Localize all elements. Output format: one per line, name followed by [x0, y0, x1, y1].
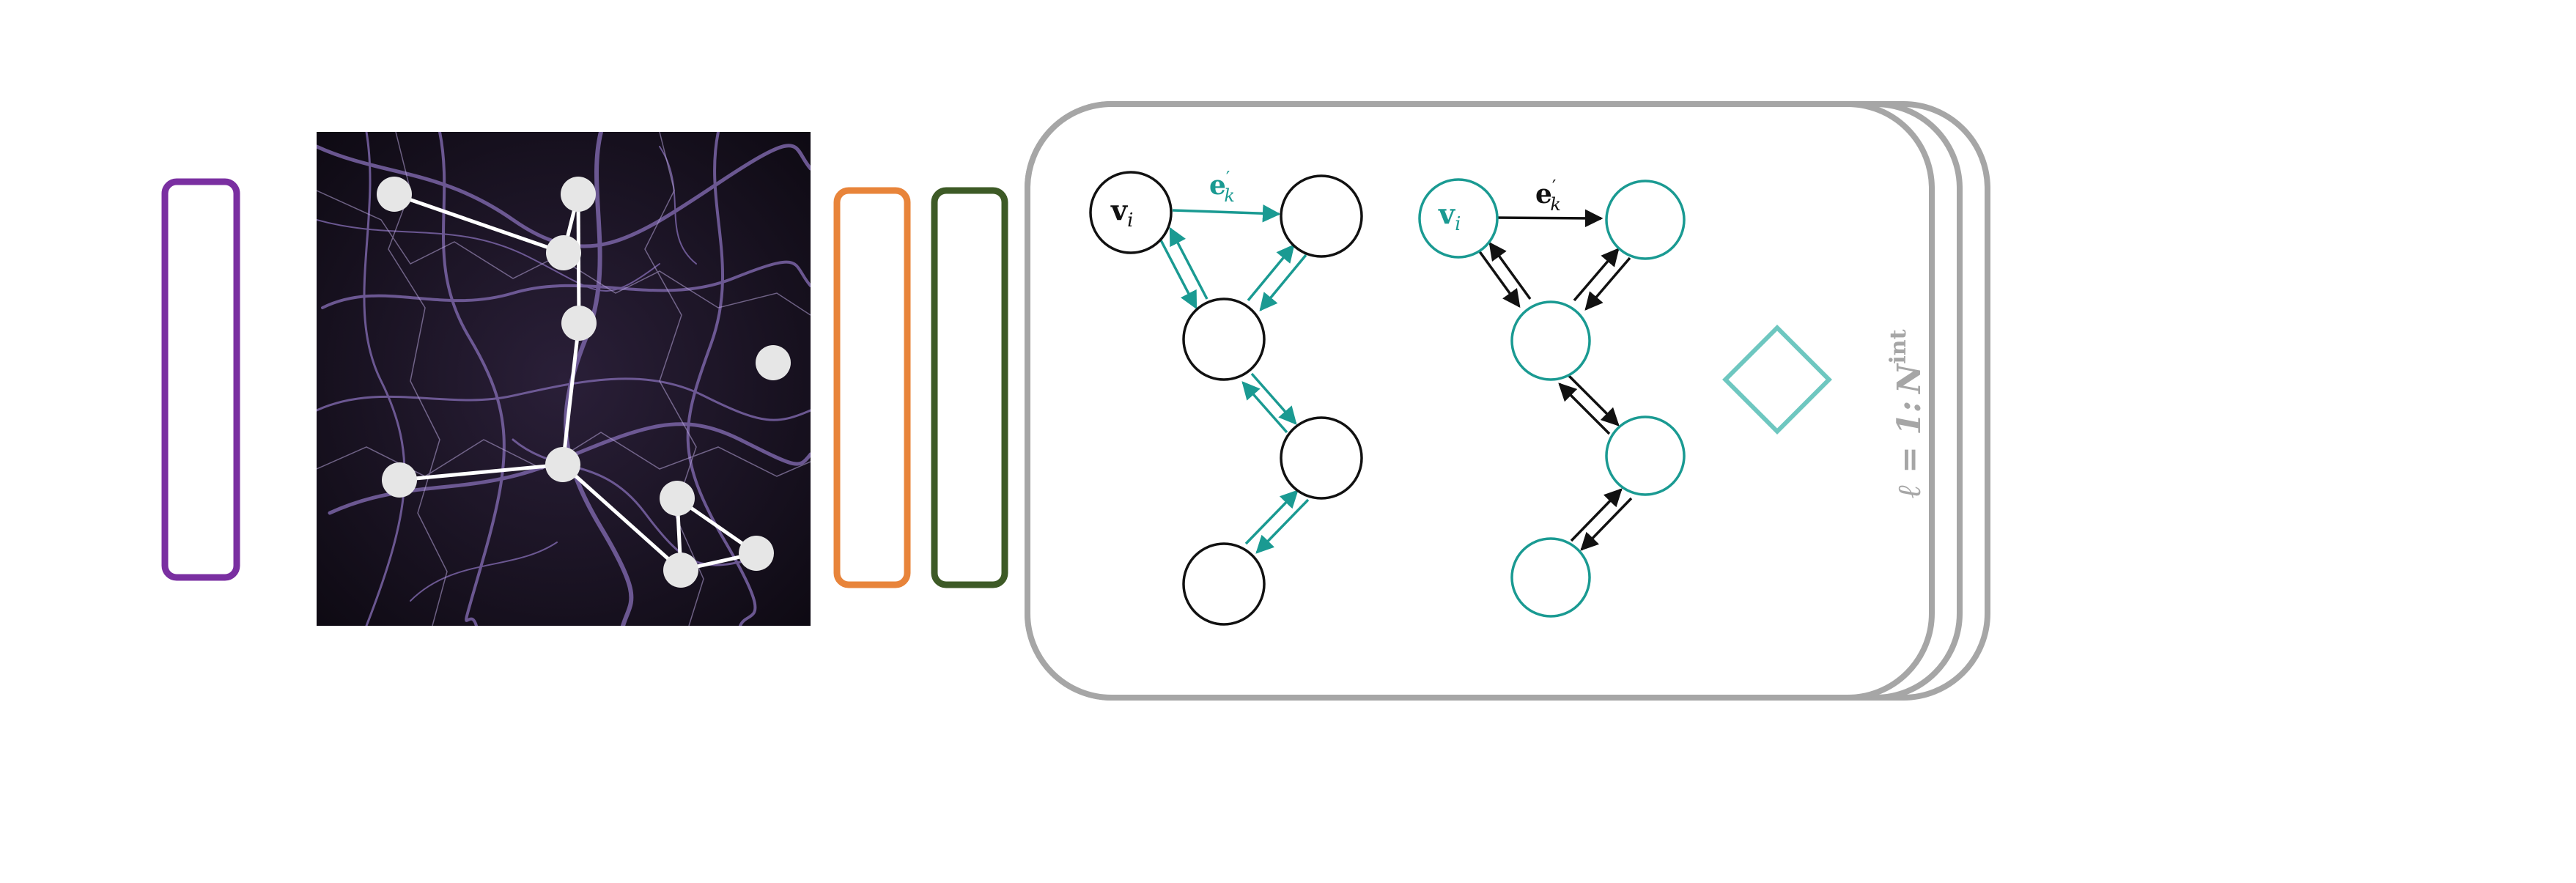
vertex-label-left: vi — [1110, 193, 1133, 232]
vertex-node — [1605, 415, 1686, 496]
purple-input-box — [161, 178, 240, 581]
vertex-node — [1182, 298, 1266, 381]
graph-node — [561, 177, 596, 212]
graph-node — [382, 462, 417, 498]
loop-label: ℓ = 1:Nint — [1886, 329, 1928, 498]
node-update-graph: vi e′k — [1418, 177, 1686, 618]
vertex-node — [1182, 542, 1266, 626]
vertex-node — [1510, 300, 1591, 381]
stack-panel-front — [1025, 101, 1935, 701]
green-box — [931, 187, 1008, 588]
message-passing-stack — [1025, 101, 1990, 701]
graph-node — [660, 481, 695, 516]
graph-node — [663, 553, 698, 588]
vertex-node — [1418, 178, 1499, 259]
vertex-node — [1280, 416, 1363, 500]
cosmic-web-image — [317, 132, 811, 626]
graph-node — [756, 345, 791, 380]
vertex-node — [1280, 174, 1363, 258]
graph-node — [545, 447, 580, 482]
graph-node — [739, 536, 774, 571]
teal-diamond-icon — [1722, 325, 1832, 435]
graph-node — [546, 235, 581, 270]
graph-node — [561, 306, 597, 341]
vertex-label-right: vi — [1438, 197, 1461, 235]
vertex-node — [1089, 171, 1173, 254]
edge-label-left: e′k — [1209, 168, 1235, 206]
vertex-node — [1605, 180, 1686, 260]
edge-update-graph: vi e′k — [1089, 168, 1363, 626]
edge-label-right: e′k — [1535, 177, 1561, 215]
graph-node — [377, 177, 412, 212]
orange-box — [833, 187, 911, 588]
vertex-node — [1510, 537, 1591, 618]
